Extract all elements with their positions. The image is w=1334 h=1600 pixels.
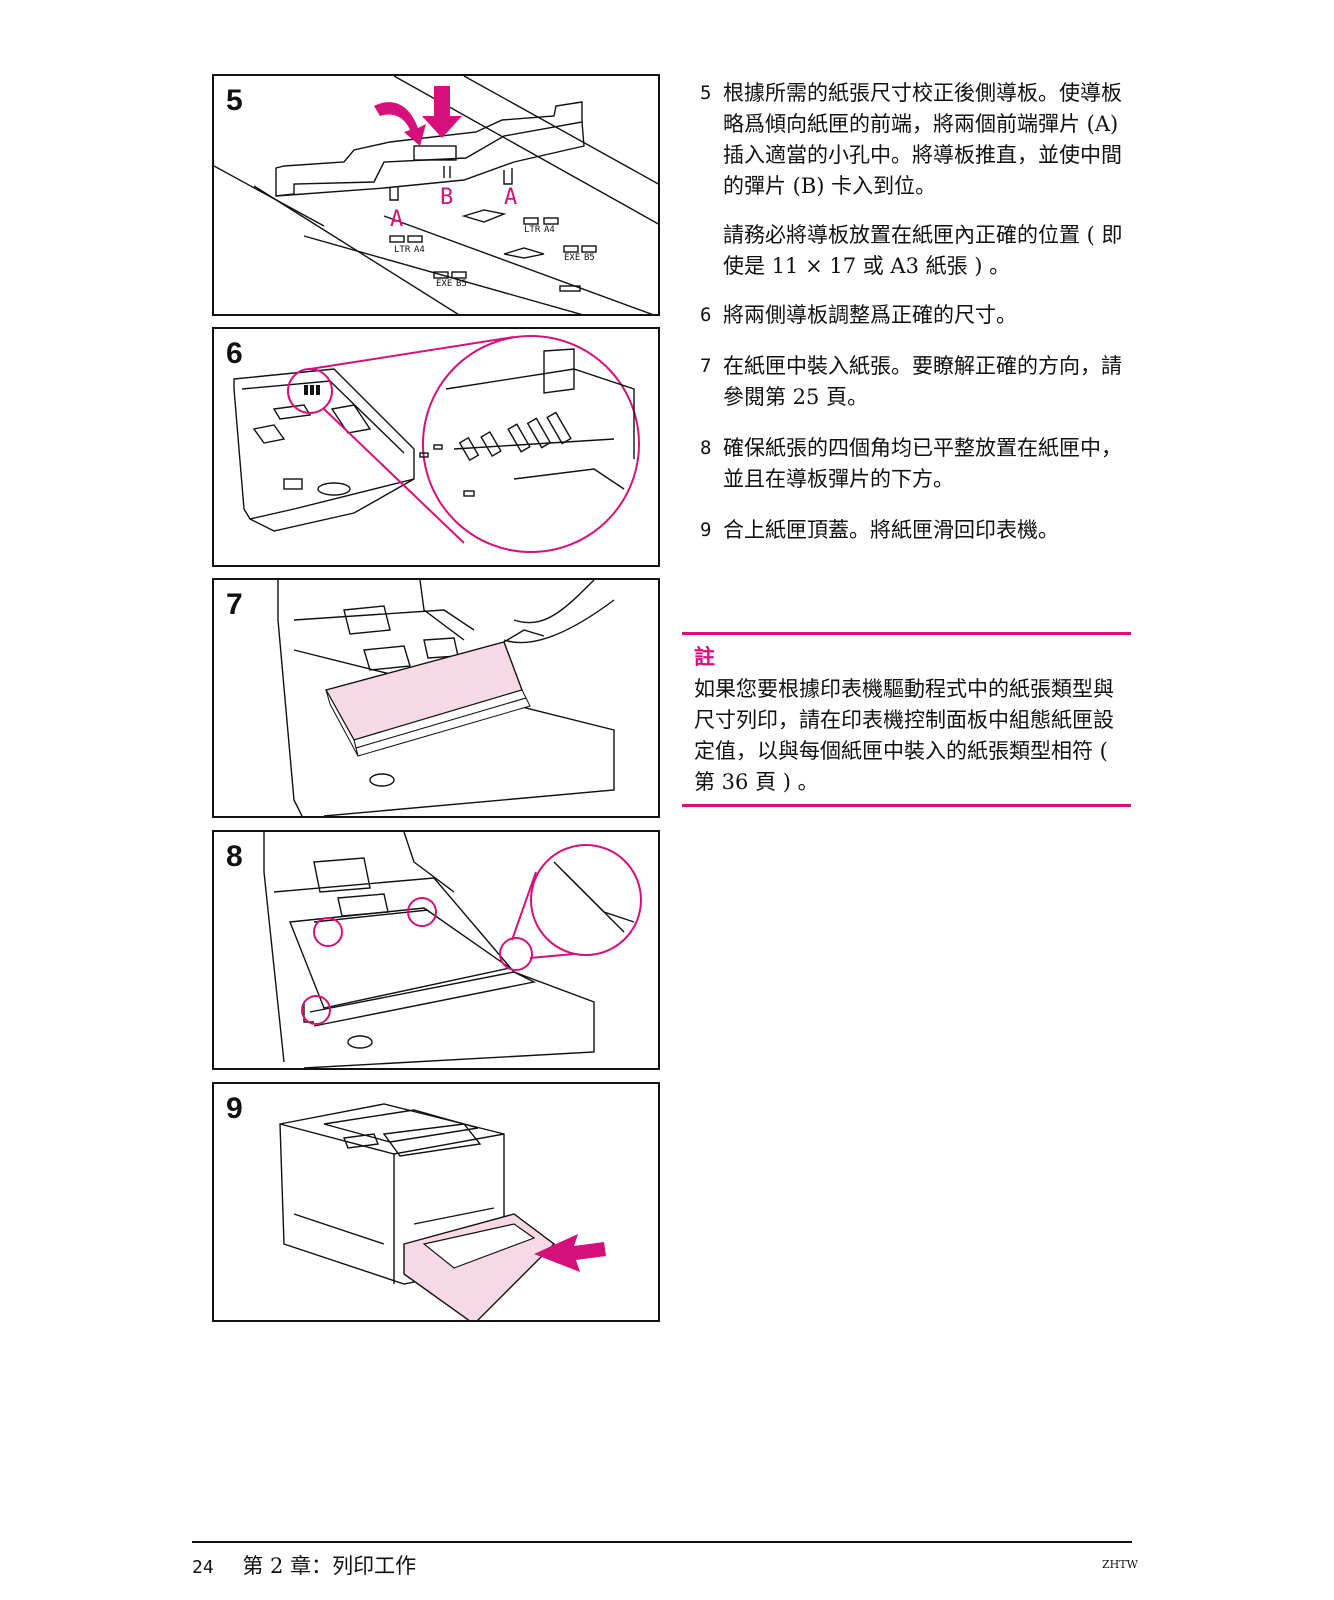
- step-5-note: 請務必將導板放置在紙匣內正確的位置 ( 即使是 11 × 17 或 A3 紙張 …: [723, 223, 1123, 278]
- note-text: 如果您要根據印表機驅動程式中的紙張類型與尺寸列印，請在印表機控制面板中組態紙匣設…: [694, 677, 1114, 794]
- a4-mark: A4: [414, 245, 425, 255]
- language-code: ZHTW: [1102, 1558, 1138, 1571]
- note-box: 註 如果您要根據印表機驅動程式中的紙張類型與尺寸列印，請在印表機控制面板中組態紙…: [682, 632, 1131, 807]
- step-number: 8: [700, 437, 712, 459]
- guide-illustration: LTR A4 LTR A4 EXE B5 EXE B5 A B A: [214, 76, 658, 314]
- tray-marks-icon: [304, 385, 320, 395]
- b5-mark: B5: [456, 279, 467, 289]
- page-number: 24: [192, 1557, 214, 1578]
- step-number: 7: [700, 355, 712, 377]
- figure-5: 5 LTR A4: [212, 74, 660, 316]
- note-title: 註: [694, 644, 715, 669]
- step-text: 確保紙張的四個角均已平整放置在紙匣中，並且在導板彈片的下方。: [723, 436, 1122, 491]
- ltr-mark: LTR: [394, 245, 411, 255]
- steps-list: 5 根據所需的紙張尺寸校正後側導板。使導板略爲傾向紙匣的前端，將兩個前端彈片 (…: [700, 78, 1140, 566]
- step-number: 6: [700, 304, 712, 326]
- printer-illustration: [279, 1103, 606, 1320]
- push-arrow-icon: [534, 1234, 606, 1272]
- b5-mark-2: B5: [584, 253, 595, 263]
- ltr-mark-2: LTR: [524, 225, 541, 235]
- figure-8: 8: [212, 830, 660, 1070]
- chapter-title: 第 2 章：列印工作: [242, 1554, 417, 1578]
- figure-7: 7: [212, 578, 660, 818]
- footer: 24 第 2 章：列印工作: [192, 1550, 416, 1580]
- exe-mark-2: EXE: [564, 253, 580, 263]
- corners-illustration: [263, 832, 642, 1068]
- step-6: 6 將兩側導板調整爲正確的尺寸。: [700, 300, 1140, 331]
- exe-mark: EXE: [436, 279, 452, 289]
- step-9: 9 合上紙匣頂蓋。將紙匣滑回印表機。: [700, 515, 1140, 546]
- tray-drawer-icon: [403, 1213, 556, 1320]
- step-text: 在紙匣中裝入紙張。要瞭解正確的方向，請參閱第 25 頁。: [723, 354, 1122, 409]
- label-b: B: [440, 185, 453, 210]
- step-8: 8 確保紙張的四個角均已平整放置在紙匣中，並且在導板彈片的下方。: [700, 433, 1140, 495]
- figure-number: 9: [226, 1092, 243, 1125]
- label-a-right: A: [504, 185, 517, 210]
- load-paper-illustration: [277, 580, 615, 816]
- step-text: 合上紙匣頂蓋。將紙匣滑回印表機。: [723, 518, 1059, 542]
- arrow-icon: [374, 86, 462, 146]
- a4-mark-2: A4: [544, 225, 555, 235]
- tray-illustration: [233, 335, 640, 553]
- footer-rule: [192, 1541, 1132, 1543]
- step-number: 9: [700, 519, 712, 541]
- step-5: 5 根據所需的紙張尺寸校正後側導板。使導板略爲傾向紙匣的前端，將兩個前端彈片 (…: [700, 78, 1140, 202]
- figure-6: 6: [212, 327, 660, 567]
- step-text: 將兩側導板調整爲正確的尺寸。: [723, 303, 1017, 327]
- figure-number: 7: [226, 588, 243, 621]
- figure-number: 5: [226, 84, 243, 117]
- label-a-left: A: [390, 207, 403, 232]
- figure-number: 6: [226, 337, 243, 370]
- step-7: 7 在紙匣中裝入紙張。要瞭解正確的方向，請參閱第 25 頁。: [700, 351, 1140, 413]
- step-text: 根據所需的紙張尺寸校正後側導板。使導板略爲傾向紙匣的前端，將兩個前端彈片 (A)…: [723, 81, 1122, 198]
- figure-number: 8: [226, 840, 243, 873]
- step-number: 5: [700, 82, 712, 104]
- figure-9: 9: [212, 1082, 660, 1322]
- paper-stack-icon: [324, 641, 531, 757]
